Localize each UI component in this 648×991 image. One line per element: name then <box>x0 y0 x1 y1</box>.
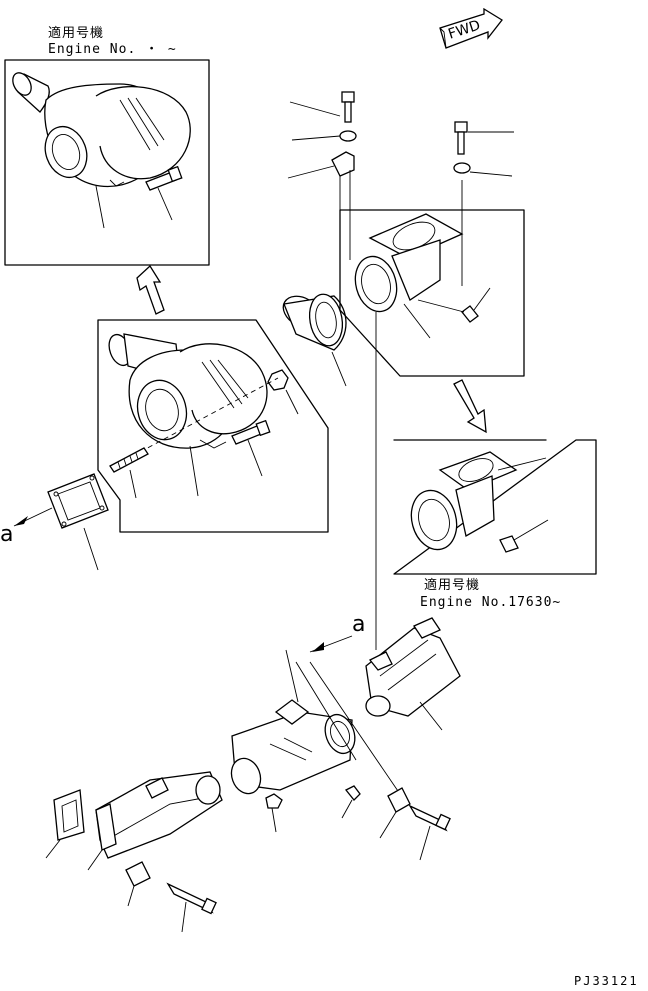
exhaust-manifold-right <box>365 617 461 731</box>
upgrade-arrow-up <box>136 264 165 315</box>
variant-arrow-down <box>453 379 487 434</box>
intake-hose <box>282 293 347 387</box>
manifold-spacer-bolt-left <box>125 861 217 933</box>
manifold-spacer-bolt-right <box>379 787 451 861</box>
turbo-gasket <box>13 473 109 571</box>
exhaust-manifold-left <box>45 771 223 871</box>
fwd-sign: FWD <box>436 7 506 52</box>
elbow-group <box>339 209 525 650</box>
top-bolt-set <box>287 91 514 286</box>
right-engine-number: Engine No.17630~ <box>420 595 562 610</box>
view-a-marker-left: a <box>0 522 14 547</box>
turbocharger-earlier-variant <box>4 59 210 266</box>
elbow-new-variant <box>393 439 597 575</box>
right-applicable-note: 適用号機 <box>424 578 481 593</box>
turbocharger-group <box>97 319 329 533</box>
top-left-applicable-note: 適用号機 <box>48 26 105 41</box>
top-left-engine-number: Engine No. ・ ~ <box>48 42 177 57</box>
drawing-code: PJ33121 <box>574 974 639 988</box>
exhaust-connector <box>230 635 401 833</box>
view-a-marker-center: a <box>352 612 366 637</box>
